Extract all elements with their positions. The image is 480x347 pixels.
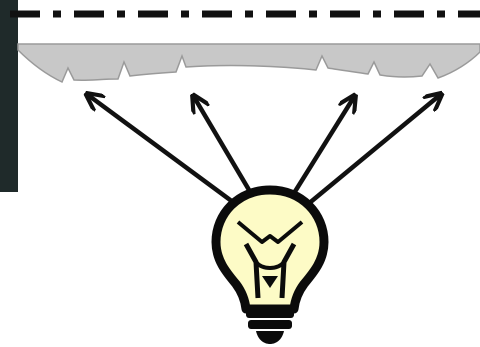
dark-left-panel [0, 0, 18, 192]
top-band [18, 0, 480, 44]
reflector [17, 43, 480, 84]
light-bulb-icon [211, 185, 329, 344]
